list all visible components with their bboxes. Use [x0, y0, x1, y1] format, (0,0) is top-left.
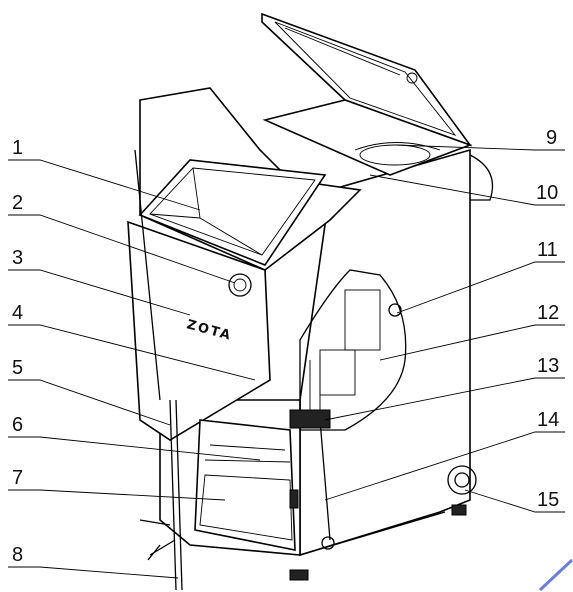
callout-12: 12 [537, 302, 559, 324]
regulator-rod [319, 419, 331, 541]
top-deck [262, 99, 473, 176]
flue-spigot [469, 154, 494, 201]
callouts-left: 1 2 3 4 5 6 7 8 [12, 137, 23, 566]
regulator-knob [388, 303, 402, 317]
thermometer [228, 273, 252, 297]
callout-7: 7 [12, 467, 23, 489]
corner-mark [538, 558, 573, 592]
callout-3: 3 [12, 247, 23, 269]
lower-door [194, 419, 296, 551]
leader-lines [8, 144, 565, 579]
boiler-illustration: ZOTA [127, 12, 494, 591]
foot-left [289, 569, 309, 581]
poker-rod [175, 399, 183, 591]
callout-2: 2 [12, 192, 23, 214]
door-handle [289, 489, 299, 509]
fuel-hopper [138, 159, 327, 266]
ash-door [199, 474, 293, 541]
lever-handle [139, 519, 176, 561]
callout-4: 4 [12, 302, 23, 324]
front-panel [127, 220, 271, 441]
grate-mechanism [289, 409, 331, 429]
callout-8: 8 [12, 544, 23, 566]
callout-15: 15 [537, 489, 559, 511]
callout-1: 1 [12, 137, 23, 159]
cutaway-section [299, 269, 407, 431]
callout-9: 9 [546, 127, 557, 149]
callout-13: 13 [537, 355, 559, 377]
callout-10: 10 [536, 182, 558, 204]
foot-right [451, 504, 467, 516]
callout-6: 6 [12, 414, 23, 436]
callout-5: 5 [12, 357, 23, 379]
callouts-right: 9 10 11 12 13 14 15 [536, 127, 559, 511]
callout-14: 14 [537, 409, 559, 431]
callout-11: 11 [537, 239, 558, 261]
outlet-flange [447, 465, 477, 495]
